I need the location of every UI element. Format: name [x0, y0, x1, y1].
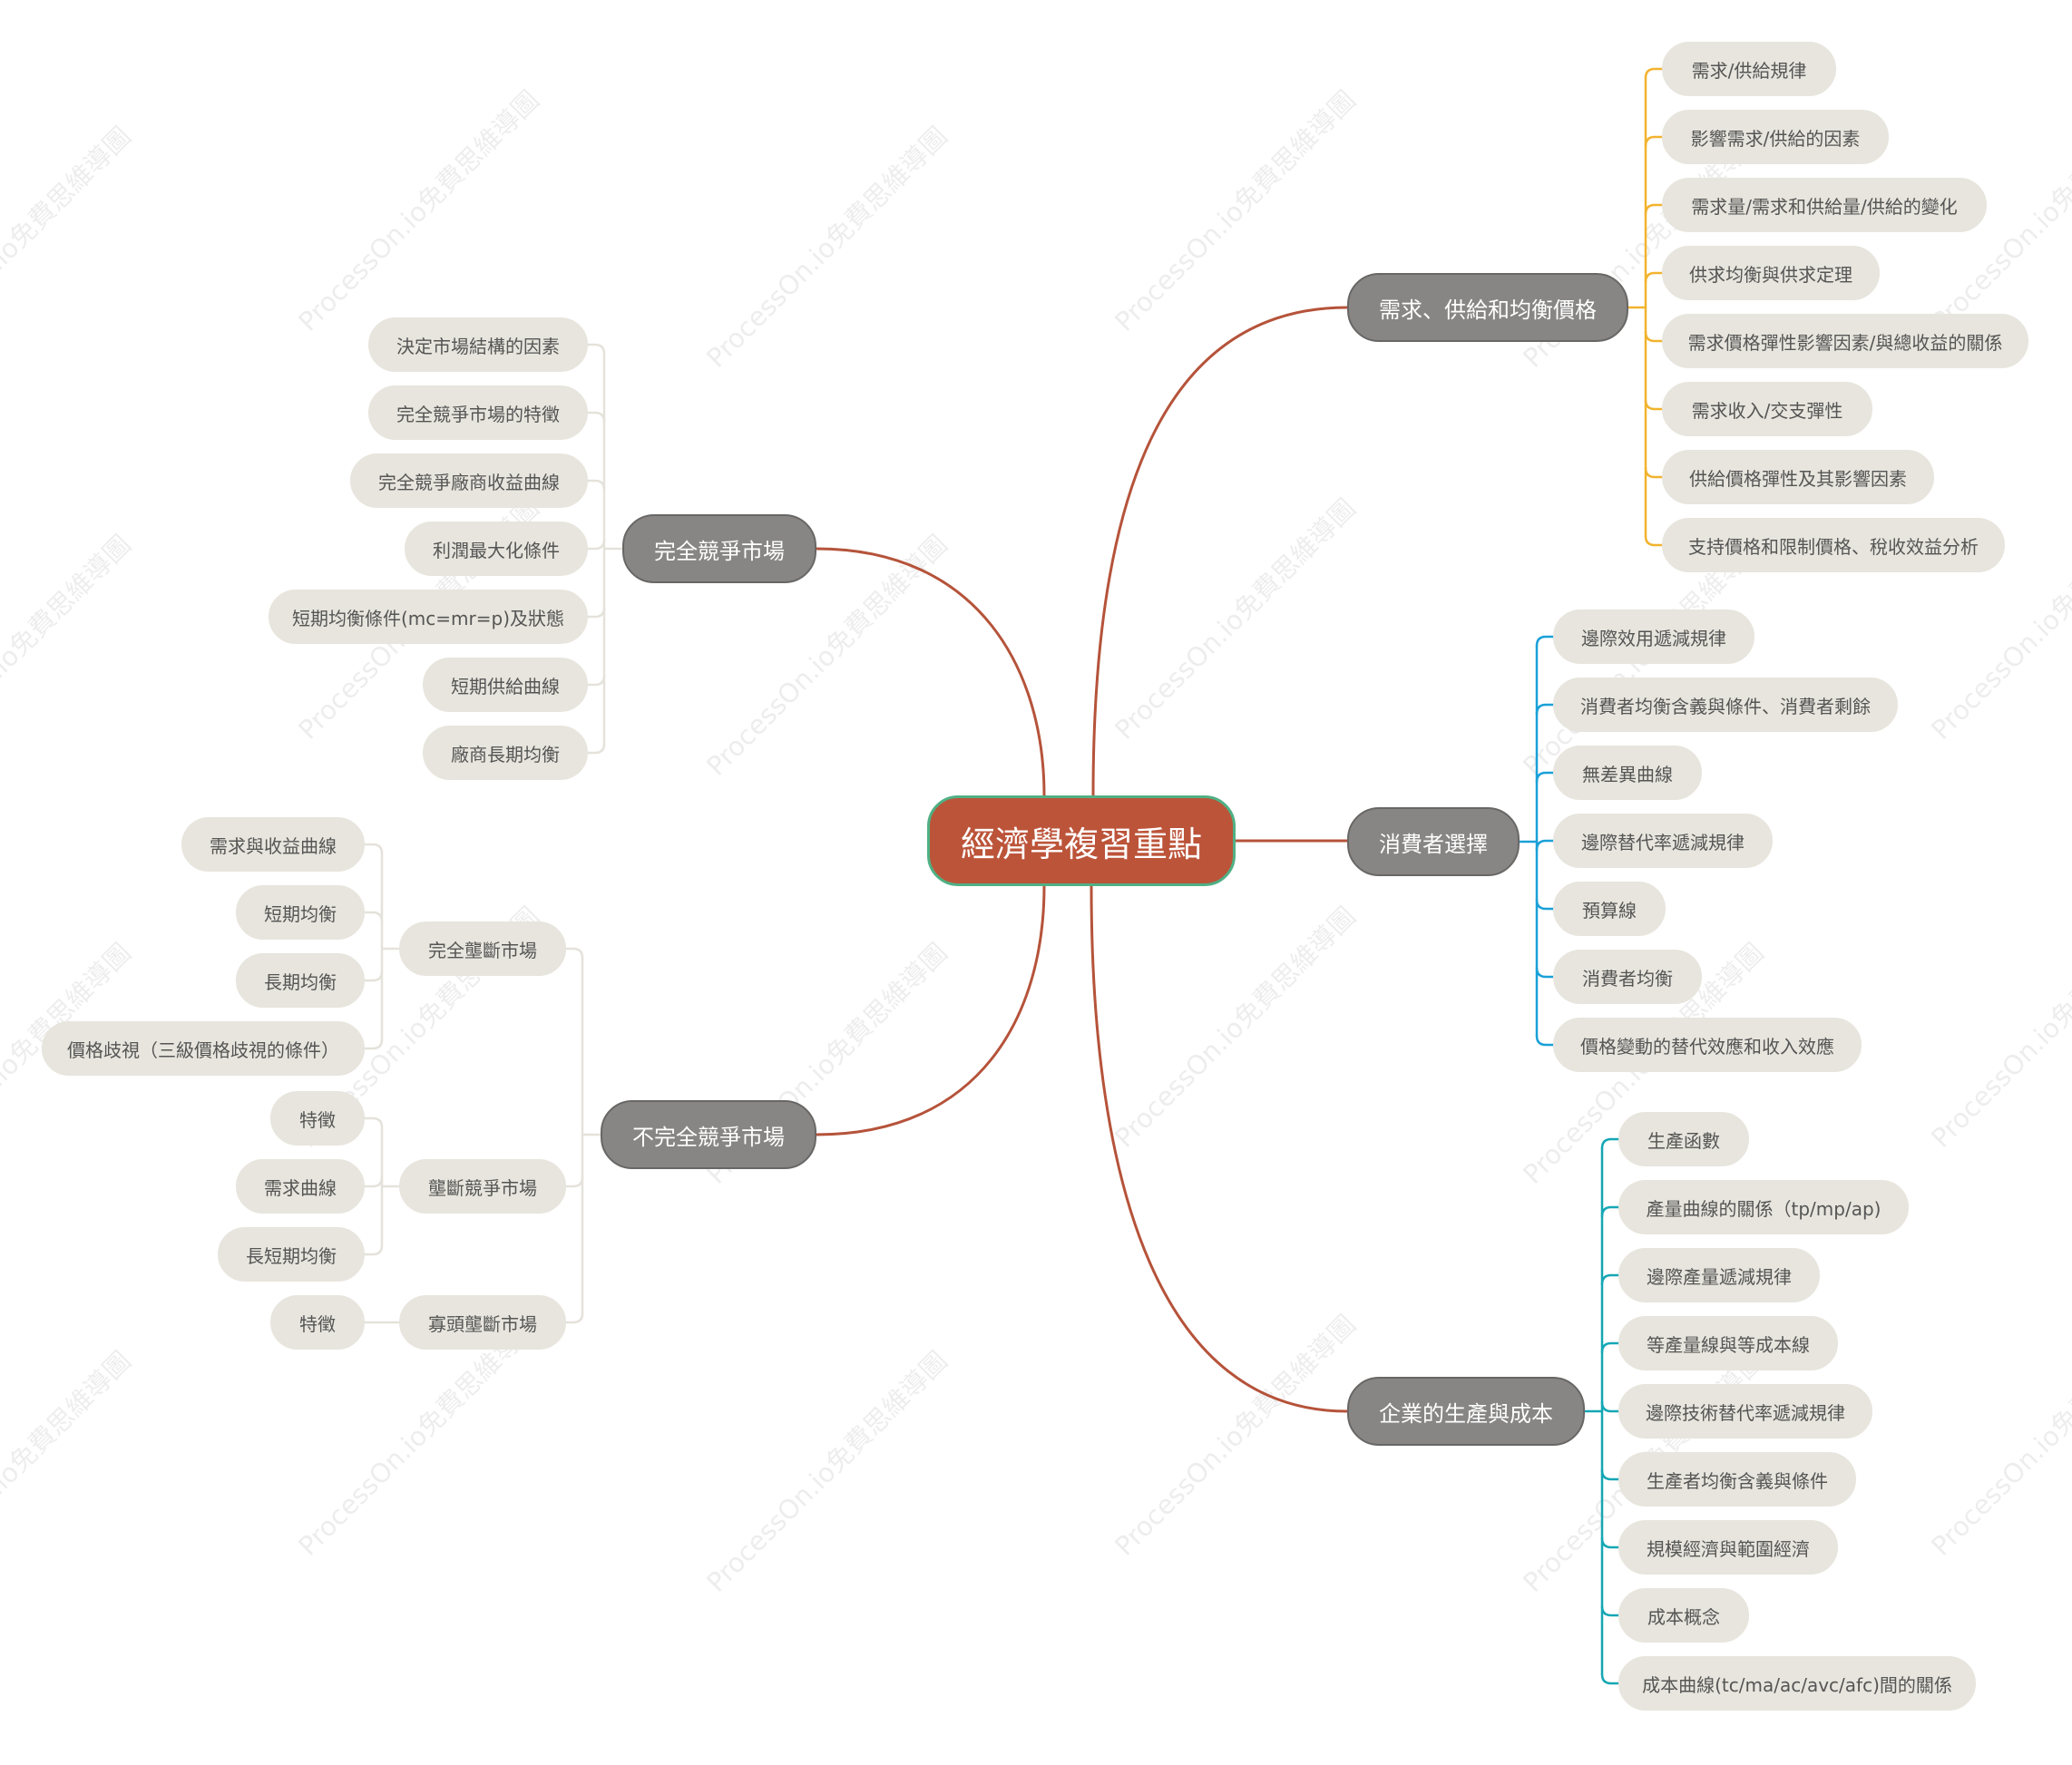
- connector-monopoly-items: [363, 911, 384, 923]
- supply-item[interactable]: 供求均衡與供求定理: [1662, 246, 1880, 300]
- production-item[interactable]: 成本概念: [1618, 1588, 1749, 1643]
- perfect-item[interactable]: 完全競爭市場的特徵: [368, 385, 588, 440]
- supply-item[interactable]: 需求/供給規律: [1662, 42, 1836, 96]
- connector-perfect-items: [586, 343, 606, 356]
- topic-perfect-competition[interactable]: 完全競爭市場: [622, 514, 816, 583]
- production-item[interactable]: 成本曲線(tc/ma/ac/avc/afc)間的關係: [1618, 1656, 1976, 1711]
- connector-supply-items: [1644, 398, 1664, 411]
- production-item[interactable]: 產量曲線的關係（tp/mp/ap): [1618, 1180, 1909, 1234]
- production-item[interactable]: 邊際技術替代率遞減規律: [1618, 1384, 1872, 1438]
- connector-supply-items: [1644, 271, 1664, 284]
- connector-monopolistic-items: [363, 1243, 384, 1256]
- monopoly-item[interactable]: 需求與收益曲線: [181, 817, 365, 872]
- center-topic[interactable]: 經濟學複習重點: [927, 795, 1236, 886]
- connector-perfect-items: [586, 606, 606, 619]
- perfect-item[interactable]: 短期供給曲線: [423, 658, 588, 712]
- supply-item[interactable]: 支持價格和限制價格、稅收效益分析: [1662, 518, 2005, 572]
- connector-consumer-items: [1535, 1034, 1555, 1047]
- perfect-item[interactable]: 完全競爭廠商收益曲線: [350, 453, 588, 508]
- topic-consumer-choice[interactable]: 消費者選擇: [1347, 807, 1520, 876]
- production-item[interactable]: 生產函數: [1618, 1112, 1749, 1166]
- connector-perfect-items: [586, 411, 606, 424]
- connector-monopoly-items: [363, 843, 384, 855]
- connector-production: [1090, 884, 1349, 1413]
- production-item[interactable]: 等產量線與等成本線: [1618, 1316, 1838, 1370]
- oligopoly-item[interactable]: 特徵: [270, 1295, 365, 1350]
- connector-supply-items: [1644, 466, 1664, 479]
- production-item[interactable]: 規模經濟與範圍經濟: [1618, 1520, 1838, 1575]
- connector-production-items: [1600, 1341, 1620, 1354]
- connector-supply-items: [1644, 203, 1664, 216]
- connector-consumer-items: [1535, 898, 1555, 911]
- supply-item[interactable]: 影響需求/供給的因素: [1662, 110, 1889, 164]
- monopolistic-item[interactable]: 需求曲線: [236, 1159, 365, 1214]
- connector-supply-items: [1644, 135, 1664, 148]
- consumer-item[interactable]: 消費者均衡: [1553, 950, 1702, 1004]
- oligopoly-group[interactable]: 寡頭壟斷市場: [399, 1295, 566, 1350]
- connector-imperfect-groups: [564, 1175, 584, 1188]
- connector-production-items: [1600, 1468, 1620, 1481]
- connector-production-items: [1600, 1205, 1620, 1218]
- connector-perfect-items: [586, 538, 606, 551]
- connector-perfect-items: [586, 742, 606, 755]
- consumer-item[interactable]: 邊際效用遞減規律: [1553, 609, 1754, 664]
- connector-production-items: [1600, 1604, 1620, 1617]
- connector-monopoly-items: [363, 970, 384, 982]
- connector-production-items: [1600, 1536, 1620, 1549]
- consumer-item[interactable]: 邊際替代率遞減規律: [1553, 814, 1773, 868]
- perfect-item[interactable]: 廠商長期均衡: [423, 726, 588, 780]
- connector-consumer-items: [1535, 635, 1555, 648]
- monopolistic-item[interactable]: 特徵: [270, 1091, 365, 1146]
- connector-consumer-items: [1535, 703, 1555, 716]
- connector-supply: [1091, 306, 1349, 797]
- connector-production-items: [1600, 1400, 1620, 1413]
- perfect-item[interactable]: 決定市場結構的因素: [368, 317, 588, 372]
- supply-item[interactable]: 需求量/需求和供給量/供給的變化: [1662, 178, 1987, 232]
- monopolistic-competition-group[interactable]: 壟斷競爭市場: [399, 1159, 566, 1214]
- supply-item[interactable]: 需求價格彈性影響因素/與總收益的關係: [1662, 314, 2028, 368]
- consumer-item[interactable]: 無差異曲線: [1553, 746, 1702, 800]
- monopoly-item[interactable]: 價格歧視（三級價格歧視的條件）: [42, 1021, 365, 1076]
- production-item[interactable]: 邊際產量遞減規律: [1618, 1248, 1820, 1302]
- production-item[interactable]: 生產者均衡含義與條件: [1618, 1452, 1856, 1507]
- monopoly-item[interactable]: 長期均衡: [236, 953, 365, 1008]
- connector-perfect: [815, 547, 1046, 797]
- connector-consumer-items: [1535, 771, 1555, 784]
- supply-item[interactable]: 供給價格彈性及其影響因素: [1662, 450, 1934, 504]
- monopoly-group[interactable]: 完全壟斷市場: [399, 922, 566, 976]
- connector-production-items: [1600, 1273, 1620, 1286]
- connector-supply-items: [1644, 67, 1664, 80]
- connector-imperfect: [815, 884, 1046, 1136]
- connector-perfect-items: [586, 479, 606, 492]
- connector-supply-items: [1644, 330, 1664, 343]
- perfect-item[interactable]: 利潤最大化條件: [405, 522, 588, 576]
- connector-monopoly-items: [363, 1038, 384, 1050]
- connector-production-items: [1600, 1137, 1620, 1150]
- perfect-item[interactable]: 短期均衡條件(mc=mr=p)及狀態: [269, 590, 588, 644]
- monopolistic-item[interactable]: 長短期均衡: [218, 1227, 365, 1282]
- connector-supply-items: [1644, 534, 1664, 547]
- connector-consumer-items: [1535, 839, 1555, 852]
- consumer-item[interactable]: 價格變動的替代效應和收入效應: [1553, 1018, 1862, 1072]
- connector-monopolistic-items: [363, 1117, 384, 1129]
- topic-imperfect-competition[interactable]: 不完全競爭市場: [601, 1100, 816, 1169]
- topic-production-cost[interactable]: 企業的生產與成本: [1347, 1377, 1585, 1446]
- supply-item[interactable]: 需求收入/交支彈性: [1662, 382, 1872, 436]
- topic-supply-demand[interactable]: 需求、供給和均衡價格: [1347, 273, 1628, 342]
- connector-imperfect-groups: [564, 1312, 584, 1324]
- consumer-item[interactable]: 預算線: [1553, 882, 1666, 936]
- connector-monopolistic-items: [363, 1175, 384, 1188]
- connector-consumer-items: [1535, 966, 1555, 979]
- connector-production-items: [1600, 1672, 1620, 1685]
- consumer-item[interactable]: 消費者均衡含義與條件、消費者剩餘: [1553, 678, 1898, 732]
- connector-perfect-items: [586, 674, 606, 687]
- connector-imperfect-groups: [564, 947, 584, 960]
- monopoly-item[interactable]: 短期均衡: [236, 885, 365, 940]
